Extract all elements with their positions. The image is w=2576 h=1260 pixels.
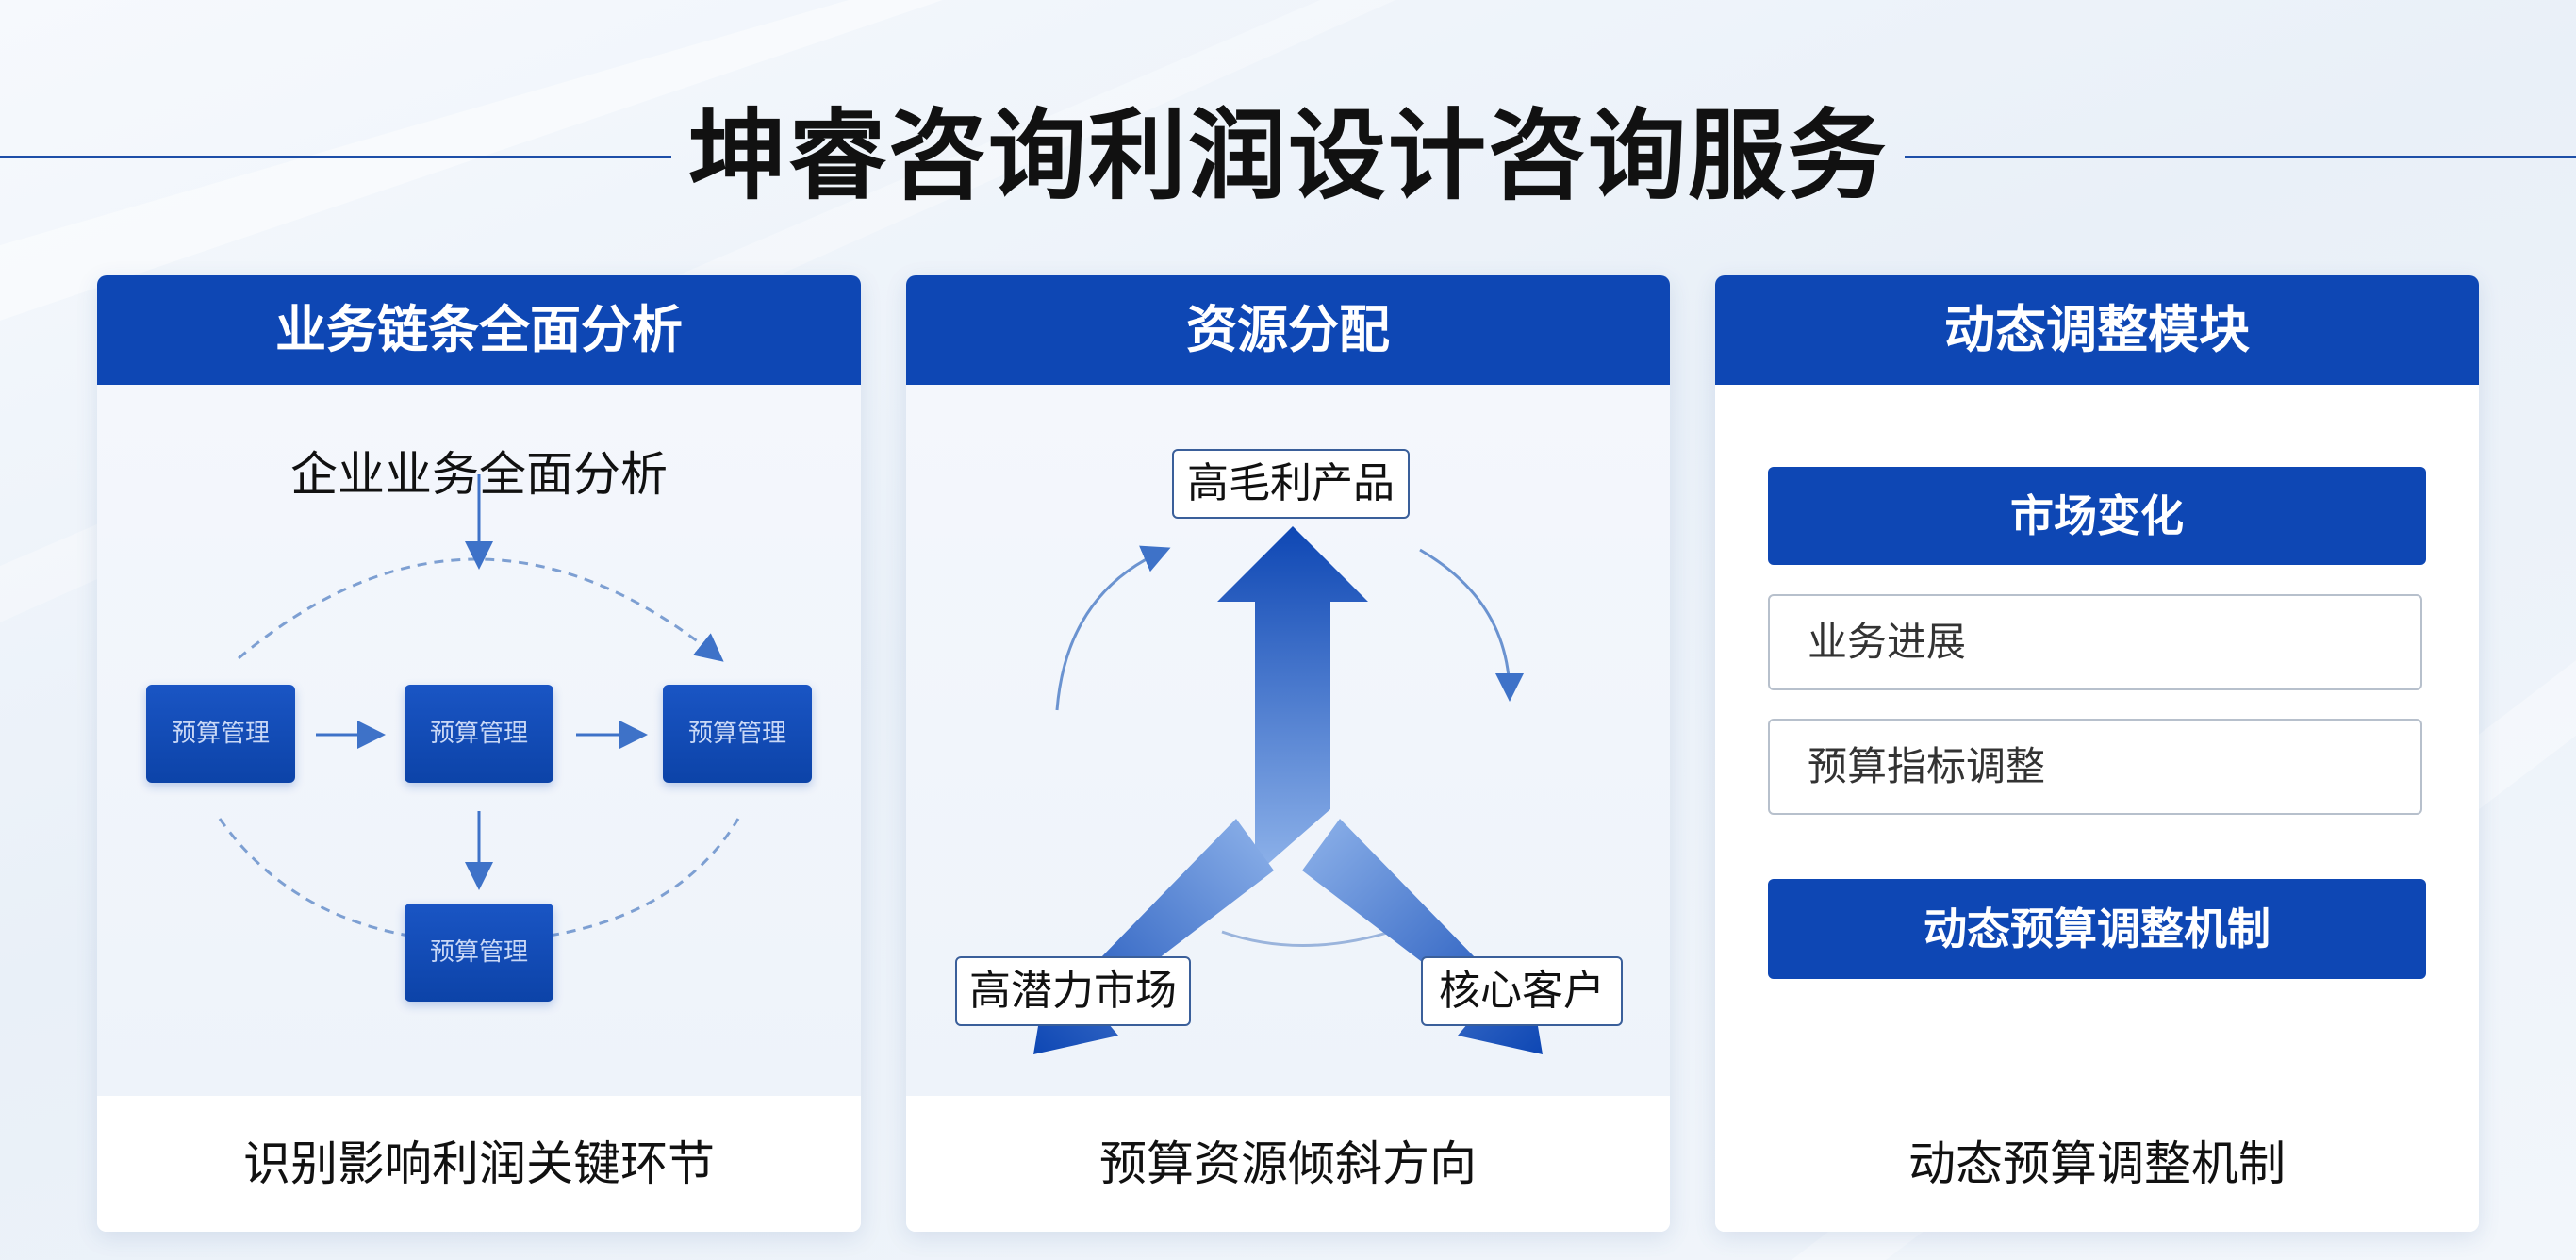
page-title: 坤睿咨询利润设计咨询服务 bbox=[687, 98, 1888, 213]
panel-header: 资源分配 bbox=[906, 275, 1670, 385]
panel-business-chain: 业务链条全面分析 企业业务全面分析 预算管理 预算管理 预算管理 预算管理 识别… bbox=[97, 275, 861, 1232]
panel-header: 业务链条全面分析 bbox=[97, 275, 861, 385]
panel-body: 高毛利产品 高潜力市场 核心客户 bbox=[906, 385, 1670, 1096]
arrow-up-icon bbox=[1217, 526, 1368, 875]
flow-node: 预算管理 bbox=[405, 904, 553, 1002]
title-line-left bbox=[0, 156, 671, 158]
flow-node: 预算管理 bbox=[405, 685, 553, 783]
panel-resource-allocation: 资源分配 bbox=[906, 275, 1670, 1232]
flow-connectors bbox=[218, 474, 740, 937]
bar-label: 业务进展 bbox=[1808, 619, 1967, 665]
label-high-potential-market: 高潜力市场 bbox=[955, 956, 1191, 1026]
bar-label: 预算指标调整 bbox=[1808, 743, 2046, 789]
label-core-customer: 核心客户 bbox=[1421, 956, 1623, 1026]
panel-dynamic-adjustment: 动态调整模块 市场变化 业务进展 预算指标调整 动态预算调整机制 动态预算调整机… bbox=[1715, 275, 2479, 1232]
bar-budget-index-adjust: 预算指标调整 bbox=[1768, 719, 2422, 815]
title-bar: 坤睿咨询利润设计咨询服务 bbox=[0, 90, 2576, 222]
title-line-right bbox=[1905, 156, 2576, 158]
panel-body: 市场变化 业务进展 预算指标调整 动态预算调整机制 bbox=[1715, 385, 2479, 1096]
flow-node: 预算管理 bbox=[663, 685, 812, 783]
panel-footer: 识别影响利润关键环节 bbox=[97, 1096, 861, 1232]
panel-body: 企业业务全面分析 预算管理 预算管理 预算管理 预算管理 bbox=[97, 385, 861, 1096]
panel-footer: 动态预算调整机制 bbox=[1715, 1096, 2479, 1232]
flow-node: 预算管理 bbox=[146, 685, 295, 783]
bar-business-progress: 业务进展 bbox=[1768, 594, 2422, 690]
panel-header: 动态调整模块 bbox=[1715, 275, 2479, 385]
panel-footer: 预算资源倾斜方向 bbox=[906, 1096, 1670, 1232]
bar-market-change: 市场变化 bbox=[1768, 467, 2426, 565]
label-high-margin-product: 高毛利产品 bbox=[1172, 449, 1410, 519]
bar-dynamic-budget-mechanism: 动态预算调整机制 bbox=[1768, 879, 2426, 979]
